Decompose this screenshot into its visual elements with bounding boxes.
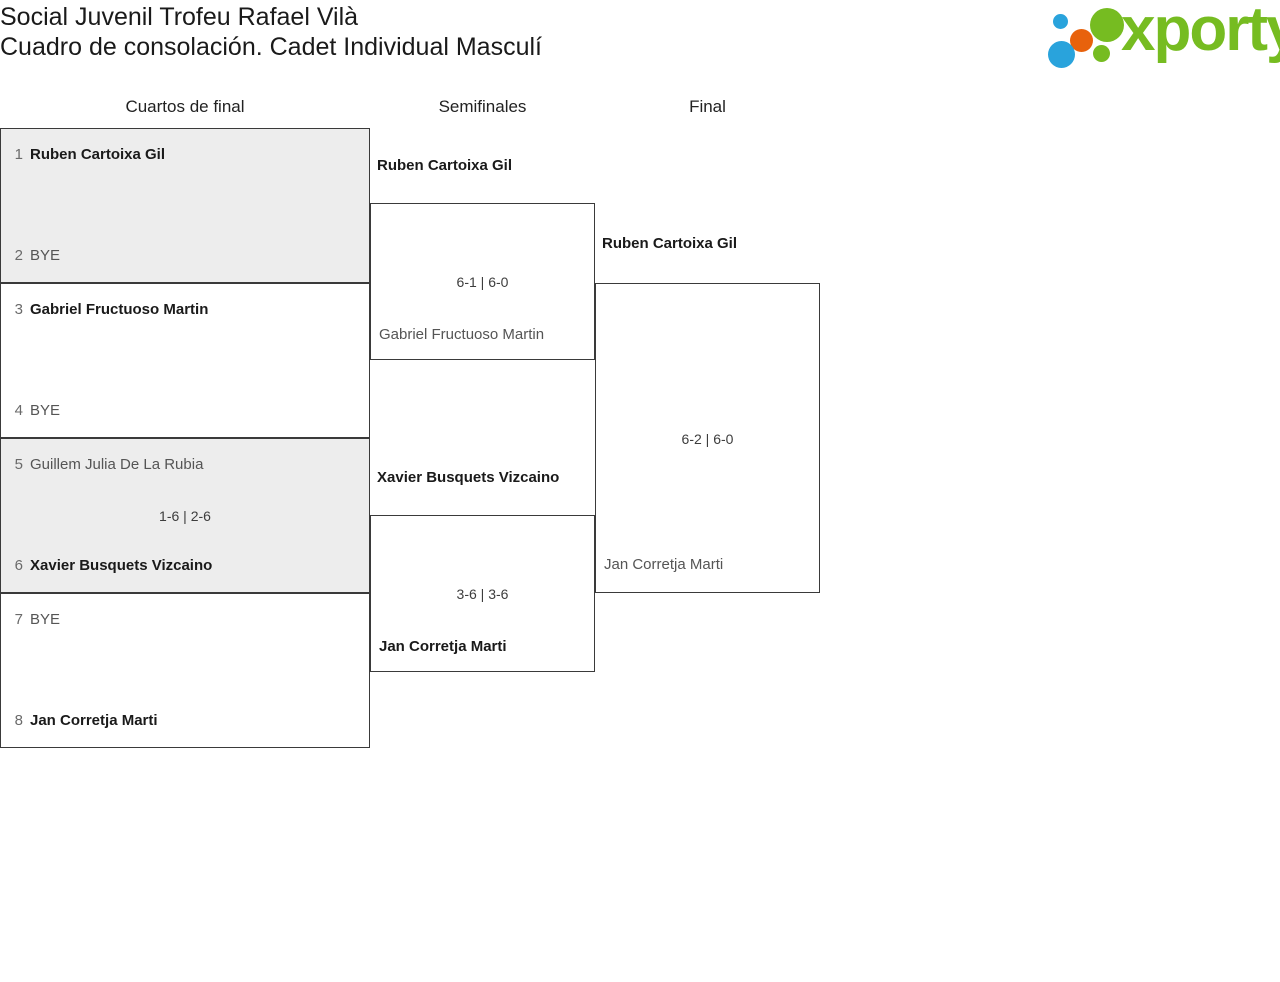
player-name: BYE [30,402,61,419]
logo-wordmark: xporty [1121,0,1280,64]
player-slot[interactable]: 4 BYE [1,402,369,420]
match-final[interactable]: 6-2 | 6-0 Jan Corretja Marti [595,283,820,593]
logo-dot-green-large-icon [1090,8,1124,42]
logo-dot-orange-icon [1070,29,1093,52]
tournament-name: Social Juvenil Trofeu Rafael Vilà [0,3,359,31]
tournament-subtitle: Cuadro de consolación. Cadet Individual … [0,33,542,61]
player-slot[interactable]: 2 BYE [1,247,369,265]
page-header: Social Juvenil Trofeu Rafael Vilà Cuadro… [0,0,1280,78]
player-name: Jan Corretja Marti [30,712,158,729]
match-r1-2[interactable]: 3 Gabriel Fructuoso Martin 4 BYE [0,283,370,438]
advancing-player-sf2-top: Xavier Busquets Vizcaino [370,469,559,487]
player-name: Xavier Busquets Vizcaino [377,469,560,486]
column-header-semifinals: Semifinales [438,97,527,116]
seed-number: 6 [14,557,23,574]
player-slot[interactable]: 1 Ruben Cartoixa Gil [1,146,369,164]
logo-dot-blue-large-icon [1048,41,1075,68]
match-r1-4[interactable]: 7 BYE 8 Jan Corretja Marti [0,593,370,748]
player-slot[interactable]: 8 Jan Corretja Marti [1,712,369,730]
column-header-final: Final [689,97,726,116]
seed-number: 7 [14,611,23,628]
player-name: Ruben Cartoixa Gil [602,235,738,252]
player-slot[interactable]: 7 BYE [1,611,369,629]
player-name: Ruben Cartoixa Gil [30,146,166,163]
player-name: Guillem Julia De La Rubia [30,456,204,473]
player-slot[interactable]: 6 Xavier Busquets Vizcaino [1,557,369,575]
match-score: 6-2 | 6-0 [681,431,734,447]
match-r1-1[interactable]: 1 Ruben Cartoixa Gil 2 BYE [0,128,370,283]
player-name: Gabriel Fructuoso Martin [379,326,545,343]
match-score: 6-1 | 6-0 [456,274,509,290]
match-score: 3-6 | 3-6 [456,586,509,602]
seed-number: 1 [14,146,23,163]
seed-number: 2 [14,247,23,264]
player-name: BYE [30,611,61,628]
page-title: Social Juvenil Trofeu Rafael Vilà Cuadro… [0,2,542,62]
player-slot[interactable]: Jan Corretja Marti [596,556,819,574]
player-name: Jan Corretja Marti [379,638,507,655]
player-slot[interactable]: 3 Gabriel Fructuoso Martin [1,301,369,319]
player-slot[interactable]: Gabriel Fructuoso Martin [371,326,594,344]
seed-number: 5 [14,456,23,473]
advancing-player-final-top: Ruben Cartoixa Gil [595,235,737,253]
player-name: Ruben Cartoixa Gil [377,157,513,174]
advancing-player-sf1-top: Ruben Cartoixa Gil [370,157,512,175]
logo-dot-green-small-icon [1093,45,1110,62]
logo-dot-blue-small-icon [1053,14,1068,29]
match-sf-1[interactable]: 6-1 | 6-0 Gabriel Fructuoso Martin [370,203,595,360]
player-name: Gabriel Fructuoso Martin [30,301,209,318]
xporty-logo[interactable]: xporty [1048,0,1280,68]
match-score: 1-6 | 2-6 [159,508,211,524]
player-name: BYE [30,247,61,264]
match-r1-3[interactable]: 5 Guillem Julia De La Rubia 1-6 | 2-6 6 Xa… [0,438,370,593]
player-slot[interactable]: 5 Guillem Julia De La Rubia [1,456,369,474]
seed-number: 8 [14,712,23,729]
player-slot[interactable]: Jan Corretja Marti [371,638,594,656]
column-header-quarterfinals: Cuartos de final [125,97,245,116]
seed-number: 4 [14,402,23,419]
match-sf-2[interactable]: 3-6 | 3-6 Jan Corretja Marti [370,515,595,672]
player-name: Xavier Busquets Vizcaino [30,557,213,574]
seed-number: 3 [14,301,23,318]
player-name: Jan Corretja Marti [604,556,724,573]
